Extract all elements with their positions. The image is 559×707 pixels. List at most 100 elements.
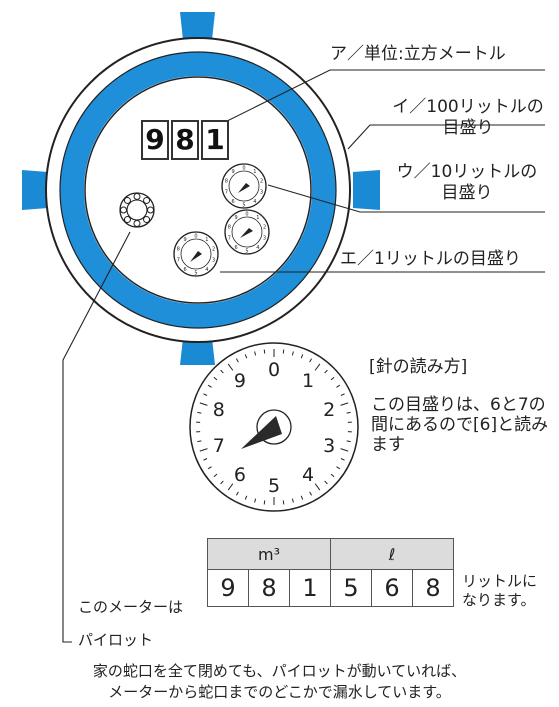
reading-digit: 1: [289, 569, 331, 607]
big-dial-tick: [340, 393, 345, 396]
big-dial-tick: [324, 369, 328, 374]
big-dial-tick: [244, 354, 248, 359]
big-dial-tick: [346, 440, 351, 443]
big-dial-tick: [330, 473, 335, 478]
small-dial-number: 6: [184, 267, 187, 273]
callout-dial100-line1: イ／100リットルの: [392, 97, 544, 117]
meter-tab-top: [180, 12, 215, 40]
big-dial-tick: [207, 466, 212, 470]
small-dial-number: 9: [232, 169, 235, 175]
pilot-tooth: [123, 196, 131, 204]
reading-table: m³ ℓ 9 8 1 5 6 8: [207, 538, 454, 607]
big-dial-tick: [203, 458, 208, 461]
small-dial-number: 3: [260, 190, 263, 196]
small-dial-number: 4: [205, 267, 208, 273]
reading-digit: 8: [412, 569, 454, 607]
big-dial-tick: [346, 411, 351, 414]
pilot-tooth: [133, 220, 141, 227]
small-dial-number: 7: [225, 190, 228, 196]
small-dial-number: 1: [205, 237, 208, 243]
small-dial-number: 9: [184, 237, 187, 243]
big-dial-tick: [254, 498, 257, 503]
small-dial-number: 7: [228, 236, 231, 242]
callout-dial10-line1: ウ／10リットルの: [396, 162, 538, 182]
small-dial-number: 1: [256, 215, 259, 221]
footer-line1: 家の蛇口を全て閉めても、パイロットが動いていれば、: [92, 662, 467, 680]
callout-pilot: パイロット: [78, 631, 154, 649]
small-dial-number: 4: [253, 199, 256, 205]
big-dial-number: 6: [234, 464, 246, 486]
big-dial-tick: [336, 466, 341, 470]
pilot-tooth: [143, 196, 151, 204]
big-dial-tick: [197, 411, 202, 414]
big-dial-number: 5: [268, 475, 280, 497]
small-dial-number: 2: [260, 178, 263, 184]
big-dial-number: 4: [302, 464, 314, 486]
big-dial-tick: [235, 358, 239, 363]
callout-dial10: ウ／10リットルの 目盛り: [382, 162, 552, 204]
big-dial-number: 1: [302, 370, 314, 392]
reading-tail-line2: なります。: [462, 591, 536, 609]
small-dial-number: 4: [256, 245, 259, 251]
big-dial-tick: [314, 483, 321, 491]
small-dial-number: 3: [263, 236, 266, 242]
reading-digit: 8: [248, 569, 290, 607]
odometer-digit: 8: [171, 120, 199, 160]
big-dial-number: 3: [323, 435, 335, 457]
odometer-window: 9 8 1: [141, 120, 229, 160]
howto-title: [針の読み方]: [369, 357, 468, 377]
pilot-tooth: [123, 216, 131, 224]
small-dial-number: 1: [253, 169, 256, 175]
big-dial-tick: [220, 480, 224, 485]
big-dial-tick: [263, 349, 266, 354]
meter-blue-ring: [60, 52, 336, 328]
reading-digit: 6: [371, 569, 413, 607]
big-dial-needle: [241, 416, 282, 449]
big-dial-number: 9: [234, 370, 246, 392]
big-dial-tick: [291, 498, 294, 503]
small-dial-number: 8: [225, 178, 228, 184]
big-dial-tick: [213, 376, 218, 381]
leader-lines: [62, 69, 545, 643]
big-dial-tick: [244, 495, 248, 500]
big-dial-tick: [199, 402, 208, 406]
big-dial-tick: [199, 448, 208, 452]
big-dial-tick: [309, 358, 313, 363]
callout-unit: ア／単位:立方メートル: [330, 44, 506, 64]
big-dial-tick: [309, 491, 313, 496]
small-dial-number: 8: [177, 246, 180, 252]
small-dial-number: 0: [245, 212, 248, 218]
big-dial-number: 7: [213, 435, 225, 457]
big-dial-tick: [291, 351, 294, 356]
small-dial-number: 5: [245, 249, 248, 255]
small-dial-number: 8: [228, 224, 231, 230]
big-dial-tick: [330, 376, 335, 381]
header-liter: ℓ: [330, 538, 454, 570]
big-dial-tick: [227, 363, 234, 371]
reading-digit: 9: [207, 569, 249, 607]
big-dial-tick: [324, 480, 328, 485]
small-dial-number: 9: [235, 215, 238, 221]
reading-tail-line1: リットルに: [462, 572, 538, 590]
big-dial-number: 8: [213, 399, 225, 421]
reading-lead: このメーターは: [78, 598, 184, 616]
big-dial-tick: [254, 351, 257, 356]
big-dial-tick: [203, 393, 208, 396]
big-dial-tick: [314, 363, 321, 371]
pilot-tooth: [133, 193, 141, 200]
big-dial-tick: [235, 491, 239, 496]
footer-note: 家の蛇口を全て閉めても、パイロットが動いていれば、 メーターから蛇口までのどこか…: [0, 661, 559, 703]
meter-tab-right: [353, 170, 380, 210]
small-dial-number: 6: [232, 199, 235, 205]
big-dial-tick: [340, 448, 349, 452]
callout-dial1: エ／1リットルの目盛り: [340, 249, 521, 269]
footer-line2: メーターから蛇口までのどこかで漏水しています。: [108, 683, 451, 701]
callout-dial100: イ／100リットルの 目盛り: [382, 97, 554, 139]
small-dial-number: 3: [212, 258, 215, 264]
reading-digit: 5: [330, 569, 372, 607]
big-dial-tick: [340, 458, 345, 461]
big-dial-tick: [197, 440, 202, 443]
big-dial-tick: [282, 349, 285, 354]
big-dial-tick: [282, 500, 285, 505]
